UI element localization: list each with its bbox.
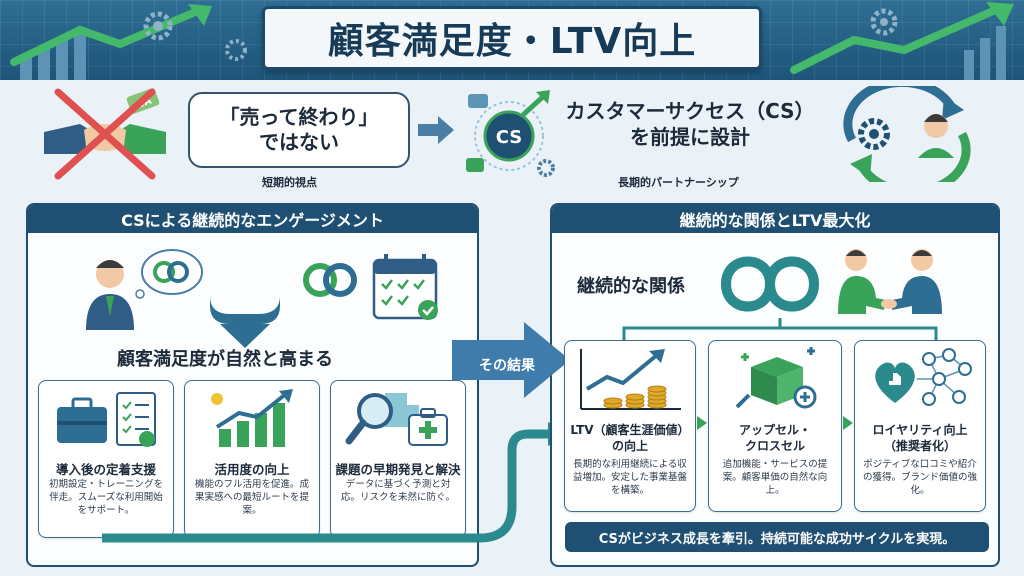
card-body: 長期的な利用継続による収益増加。安定した事業基盤を構築。 bbox=[572, 459, 687, 496]
engagement-panel-header: CSによる継続的なエンゲージメント bbox=[28, 205, 477, 233]
card-title-line2: （推奨者化） bbox=[883, 439, 956, 453]
chart-coins-icon bbox=[580, 349, 681, 410]
card-title-line2: クロスセル bbox=[744, 439, 805, 453]
bubble-line-1: 「売って終わり」 bbox=[219, 105, 379, 129]
loyalty-card: ロイヤリティ向上 （推奨者化） ポジティブな口コミや紹介の獲得。ブランド価値の強… bbox=[854, 340, 986, 512]
rising-bars-icon bbox=[211, 389, 293, 447]
magnifier-firstaid-icon bbox=[345, 393, 448, 446]
card-title-line1: LTV（顧客生涯価値） bbox=[570, 423, 690, 437]
branch-connector-icon bbox=[622, 318, 938, 344]
growth-chart-icon bbox=[10, 4, 247, 80]
card-body: 機能のフル活用を促進。成果実感への最短ルートを提案。 bbox=[194, 479, 309, 516]
card-body: ポジティブな口コミや紹介の獲得。ブランド価値の強化。 bbox=[862, 459, 977, 496]
ltv-panel-header: 継続的な関係とLTV最大化 bbox=[552, 205, 998, 233]
crossed-handshake-icon: SA bbox=[44, 88, 166, 180]
right-arrow-icon bbox=[418, 116, 454, 144]
cs-emblem-icon: CS bbox=[466, 90, 555, 177]
connector-arrow-icon bbox=[102, 422, 572, 543]
card-title: 課題の早期発見と解決 bbox=[335, 462, 461, 477]
cs-line-1: カスタマーサクセス（CS） bbox=[565, 99, 815, 123]
card-title-line2: の向上 bbox=[611, 439, 648, 453]
briefcase-checklist-icon bbox=[57, 392, 156, 447]
box-plus-icon bbox=[735, 347, 817, 409]
page-title: 顧客満足度・LTV向上 bbox=[327, 21, 697, 62]
top-row: SA 「売って終わり」 ではない 短期的視点 CS カスタマーサクセス（CS） … bbox=[0, 80, 1024, 200]
title-banner: 顧客満足度・LTV向上 bbox=[0, 0, 1024, 80]
growth-arrow-icon bbox=[790, 2, 1014, 80]
down-arrow-icon bbox=[210, 296, 280, 348]
card-body: 追加機能・サービスの提案。顧客単価の自然な向上。 bbox=[722, 459, 828, 496]
cs-premise-text: カスタマーサクセス（CS） を前提に設計 bbox=[560, 98, 820, 150]
heart-network-icon bbox=[875, 348, 972, 406]
upsell-card: アップセル・ クロスセル 追加機能・サービスの提案。顧客単価の自然な向上。 bbox=[708, 340, 842, 512]
customer-thinking-icon bbox=[86, 249, 203, 330]
partnership-cycle-icon bbox=[843, 86, 971, 182]
card-body: データに基づく予測と対応。リスクを未然に防ぐ。 bbox=[340, 479, 455, 503]
bubble-line-2: ではない bbox=[259, 130, 339, 154]
chevron-right-icon bbox=[843, 416, 853, 430]
result-label: その結果 bbox=[479, 358, 535, 374]
cs-emblem-text: CS bbox=[496, 127, 523, 148]
utilization-card: 活用度の向上 機能のフル活用を促進。成果実感への最短ルートを提案。 bbox=[184, 380, 320, 538]
not-sell-and-done-bubble: 「売って終わり」 ではない bbox=[188, 92, 410, 168]
result-arrow-icon bbox=[452, 322, 570, 398]
summary-footer: CSがビジネス成長を牽引。持続可能な成功サイクルを実現。 bbox=[565, 522, 989, 552]
card-body: 初期設定・トレーニングを伴走。スムーズな利用開始をサポート。 bbox=[48, 479, 163, 516]
card-title: 導入後の定着支援 bbox=[55, 462, 156, 477]
card-title: 活用度の向上 bbox=[214, 462, 290, 477]
long-term-caption: 長期的パートナーシップ bbox=[618, 176, 739, 189]
early-detection-card: 課題の早期発見と解決 データに基づく予測と対応。リスクを未然に防ぐ。 bbox=[330, 380, 466, 538]
infinity-handshake-icon bbox=[720, 249, 942, 314]
link-calendar-icon bbox=[303, 254, 438, 320]
card-title-line1: ロイヤリティ向上 bbox=[872, 423, 968, 437]
relationship-label: 継続的な関係 bbox=[577, 276, 685, 297]
short-term-caption: 短期的視点 bbox=[262, 176, 317, 189]
satisfaction-label: 顧客満足度が自然と高まる bbox=[117, 349, 333, 370]
ltv-card: LTV（顧客生涯価値） の向上 長期的な利用継続による収益増加。安定した事業基盤… bbox=[564, 340, 696, 512]
title-box: 顧客満足度・LTV向上 bbox=[262, 6, 762, 70]
cs-line-2: を前提に設計 bbox=[630, 125, 750, 149]
onboarding-support-card: 導入後の定着支援 初期設定・トレーニングを伴走。スムーズな利用開始をサポート。 bbox=[38, 380, 174, 538]
card-title-line1: アップセル・ bbox=[738, 423, 811, 437]
chevron-right-icon bbox=[697, 416, 707, 430]
